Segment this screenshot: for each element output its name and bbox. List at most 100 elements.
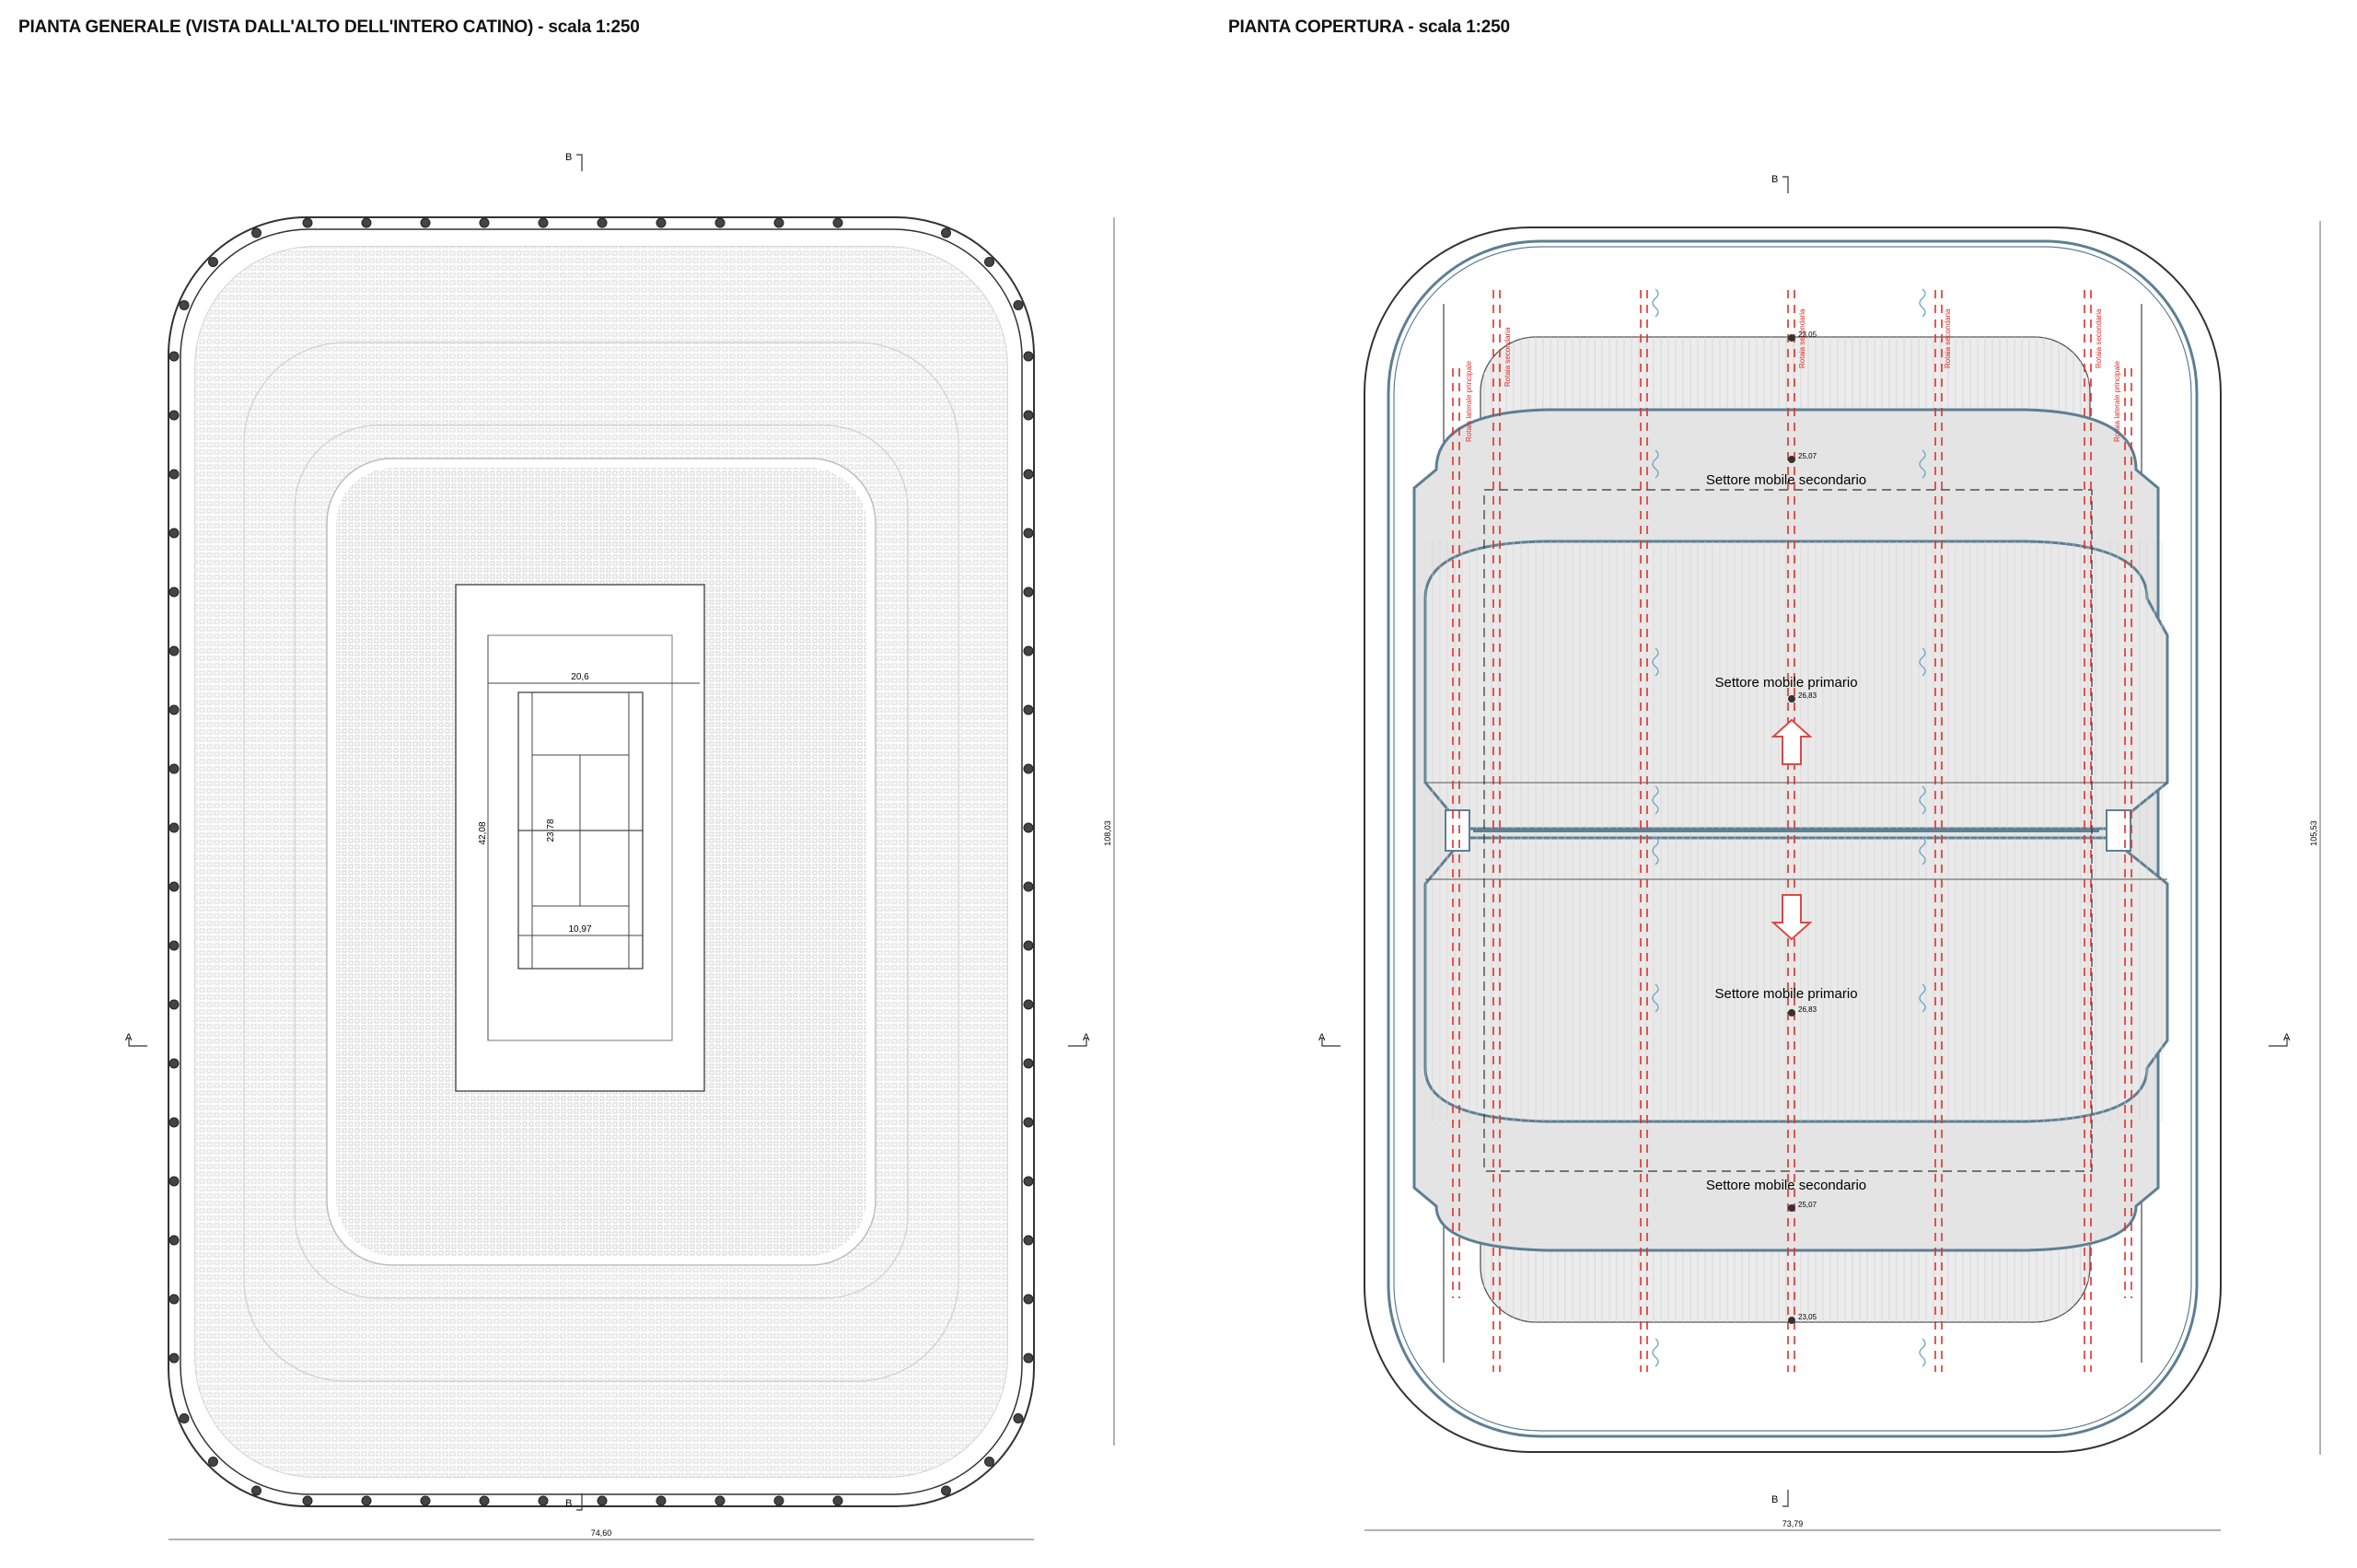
dim-tennis-length: 23,78: [546, 819, 556, 842]
rail-label-main-left: Rotaia laterale principale: [1465, 360, 1473, 442]
column-icon: [832, 217, 843, 228]
outer-ring-outer: [168, 216, 1035, 1507]
column-icon: [168, 587, 180, 598]
column-icon: [168, 1353, 180, 1364]
column-icon: [1023, 1058, 1034, 1069]
elev-secondary-top: 25,07: [1798, 452, 1817, 460]
section-marker-b-bottom-roof: B: [1771, 1494, 1778, 1505]
column-icon: [302, 1495, 313, 1506]
column-icon: [168, 1117, 180, 1128]
drain-icon: [1919, 836, 1926, 865]
column-icon: [984, 1457, 995, 1468]
column-icon: [168, 528, 180, 539]
drainage-symbols: [1652, 288, 1926, 1367]
column-icon: [168, 1058, 180, 1069]
column-icon: [168, 999, 180, 1010]
elev-primary-top: 26,83: [1798, 691, 1817, 700]
drain-icon: [1919, 785, 1926, 815]
column-icon: [1023, 645, 1034, 656]
column-icon: [361, 217, 372, 228]
column-icon: [940, 227, 951, 238]
elevation-markers: 23,05 25,07 26,83 26,83 25,07 23,05: [1788, 331, 1817, 1324]
column-icon: [168, 940, 180, 951]
column-icon: [940, 1485, 951, 1496]
drain-icon: [1919, 983, 1926, 1013]
column-icon: [597, 1495, 608, 1506]
column-icon: [1023, 881, 1034, 892]
drain-icon: [1652, 785, 1659, 815]
rail-label-secondary-left: Rotaia secondaria: [1504, 327, 1512, 387]
roof-outer-ring: [1364, 226, 2222, 1453]
column-icon: [479, 1495, 490, 1506]
column-icon: [420, 1495, 431, 1506]
column-icon: [168, 1294, 180, 1305]
column-icon: [1023, 1294, 1034, 1305]
column-icon: [1023, 704, 1034, 715]
column-icon: [168, 645, 180, 656]
label-primary-top: Settore mobile primario: [1714, 675, 1857, 691]
column-icon: [168, 822, 180, 833]
column-icon: [479, 217, 490, 228]
column-icon: [1023, 528, 1034, 539]
tier-ring-2: [294, 424, 909, 1299]
column-icon: [1023, 1117, 1034, 1128]
drain-icon: [1652, 983, 1659, 1013]
section-marker-a-right-roof: A: [2283, 1032, 2291, 1043]
column-icon: [597, 217, 608, 228]
column-icon: [1023, 822, 1034, 833]
column-icon: [656, 217, 667, 228]
column-icon: [1023, 1176, 1034, 1187]
label-primary-bottom: Settore mobile primario: [1714, 986, 1857, 1002]
drain-icon: [1919, 647, 1926, 677]
drain-icon: [1652, 647, 1659, 677]
column-icon: [207, 1457, 218, 1468]
dim-court-length: 42,08: [478, 821, 488, 844]
dim-court-width: 20,6: [571, 672, 589, 682]
column-icon: [1023, 763, 1034, 774]
column-icon: [251, 1485, 262, 1496]
dim-total-width-left: 74,60: [591, 1528, 612, 1538]
column-icon: [1023, 410, 1034, 421]
section-marker-b-bottom: B: [565, 1498, 572, 1509]
column-icon: [1013, 1412, 1024, 1423]
column-icon: [714, 1495, 726, 1506]
column-icon: [302, 217, 313, 228]
column-icon: [1023, 351, 1034, 362]
rail-label-secondary-mid: Rotaia secondaria: [1798, 308, 1806, 368]
column-icon: [773, 217, 784, 228]
section-marker-a-left-roof: A: [1318, 1032, 1326, 1043]
column-icon: [984, 256, 995, 267]
section-marker-a-left: A: [125, 1032, 133, 1043]
column-icon: [251, 227, 262, 238]
drain-icon: [1652, 449, 1659, 479]
dim-tennis-width: 10,97: [568, 924, 591, 935]
elev-top: 23,05: [1798, 331, 1817, 339]
column-icon: [714, 217, 726, 228]
elev-secondary-bottom: 25,07: [1798, 1201, 1817, 1209]
column-icon: [538, 217, 549, 228]
column-icon: [207, 256, 218, 267]
plan-title-general: PIANTA GENERALE (VISTA DALL'ALTO DELL'IN…: [18, 17, 640, 37]
column-icon: [168, 763, 180, 774]
drain-icon: [1652, 836, 1659, 865]
label-secondary-top: Settore mobile secondario: [1706, 472, 1866, 488]
right-plan: Rotaia laterale principale Rotaia second…: [1318, 174, 2321, 1531]
column-icon: [179, 300, 190, 311]
column-icon: [361, 1495, 372, 1506]
column-icon: [168, 704, 180, 715]
column-icon: [656, 1495, 667, 1506]
column-icon: [832, 1495, 843, 1506]
column-icon: [168, 1176, 180, 1187]
arrow-down-icon: [1771, 894, 1813, 941]
arrow-up-icon: [1771, 718, 1813, 765]
section-marker-b-top-roof: B: [1771, 174, 1778, 185]
section-marker-b-top: B: [565, 152, 572, 163]
outer-ring-inner: [180, 228, 1023, 1495]
column-icon: [1013, 300, 1024, 311]
column-icon: [1023, 469, 1034, 480]
column-icon: [168, 1235, 180, 1246]
elev-bottom: 23,05: [1798, 1313, 1817, 1321]
column-icon: [1023, 1353, 1034, 1364]
tier-ring-1: [243, 342, 959, 1382]
